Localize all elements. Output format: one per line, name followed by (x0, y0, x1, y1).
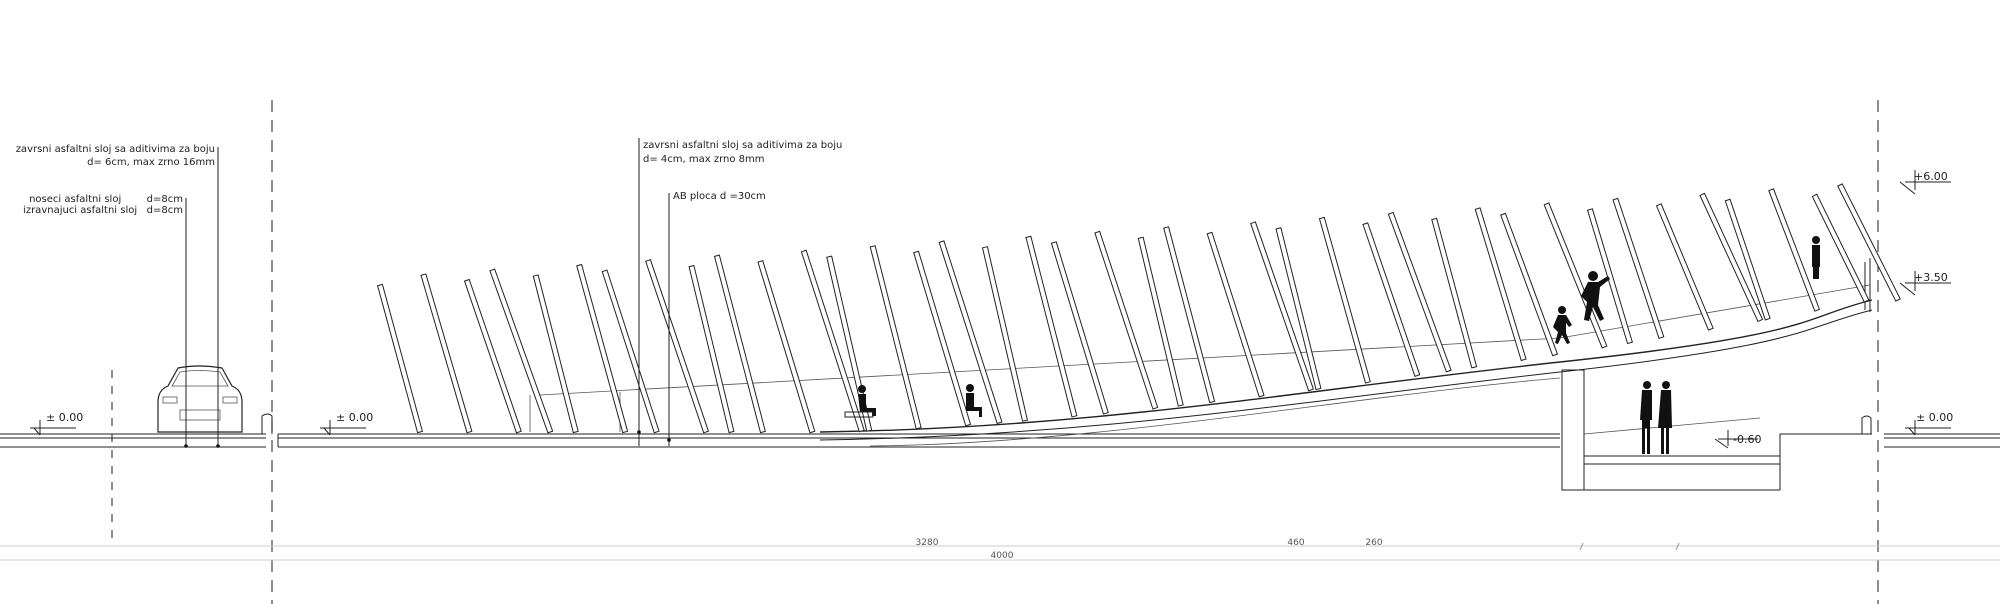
annotation-slab: AB ploca d =30cm (673, 191, 766, 202)
person-standing-top (1812, 236, 1820, 279)
pole (1699, 192, 1764, 323)
level-underpass: -0.60 (1733, 433, 1761, 446)
level-markers (30, 170, 1951, 449)
dimension-total: 4000 (991, 551, 1014, 561)
person-running (1581, 271, 1610, 321)
pole (1163, 226, 1216, 404)
pole (1724, 198, 1771, 321)
annotation-left-top-2: d= 6cm, max zrno 16mm (87, 157, 215, 168)
annotation-leaders (184, 138, 671, 448)
dimension-main-span: 3280 (916, 538, 939, 548)
dimension-lines (0, 542, 2000, 561)
pole (757, 260, 816, 434)
deck (277, 258, 1873, 448)
pole (1025, 235, 1078, 418)
annotation-left-mid-1: noseci asfaltni sloj d=8cm (29, 194, 183, 205)
car-silhouette (157, 365, 243, 433)
pole (1137, 236, 1184, 407)
person-underpass-1 (1640, 381, 1652, 454)
pole (1655, 203, 1714, 331)
level-top: +6.00 (1914, 170, 1948, 183)
pole (463, 278, 522, 434)
pole (1050, 241, 1109, 415)
pole (1250, 221, 1315, 392)
person-seated-2 (966, 384, 982, 417)
pole (1362, 222, 1421, 377)
pole (981, 246, 1029, 422)
annotation-center-top-2: d= 4cm, max zrno 8mm (643, 154, 765, 165)
level-road-left: ± 0.00 (46, 411, 83, 424)
level-ramp: +3.50 (1914, 271, 1948, 284)
pole (1837, 183, 1901, 302)
person-seated-1 (844, 385, 876, 418)
pole (1811, 193, 1870, 303)
annotation-left-top-1: zavrsni asfaltni sloj sa aditivima za bo… (16, 144, 215, 155)
pole (1500, 212, 1559, 357)
dimension-end-span: 260 (1365, 538, 1382, 548)
pole (1318, 216, 1371, 384)
pole (1474, 207, 1527, 362)
level-right-ground: ± 0.00 (1916, 411, 1953, 424)
pole (420, 273, 473, 434)
pole (1094, 230, 1159, 410)
pole (800, 249, 865, 433)
pole (1612, 197, 1665, 340)
dimension-underpass-span: 460 (1287, 538, 1304, 548)
person-child (1553, 306, 1572, 344)
pole (489, 268, 554, 434)
pole (1431, 217, 1478, 369)
person-underpass-2 (1658, 381, 1672, 454)
annotation-center-top-1: zavrsni asfaltni sloj sa aditivima za bo… (643, 140, 842, 151)
left-road (0, 413, 273, 448)
people (844, 236, 1820, 454)
pole (576, 263, 629, 434)
annotation-left-mid-2: izravnajuci asfaltni sloj d=8cm (23, 205, 183, 216)
pole (1275, 227, 1322, 391)
pole (1387, 211, 1452, 373)
pole (532, 274, 579, 434)
underpass (1561, 369, 2000, 491)
pole (1586, 208, 1633, 345)
pole (645, 259, 710, 434)
pole (1768, 188, 1821, 312)
pole (713, 254, 766, 434)
level-plaza-left: ± 0.00 (336, 411, 373, 424)
pole-group (376, 183, 1901, 434)
pole (1206, 231, 1265, 398)
pole (376, 283, 424, 434)
pole (913, 250, 972, 427)
pole (601, 269, 660, 434)
pole (869, 245, 922, 430)
pole (938, 240, 1003, 425)
pole (688, 264, 735, 434)
